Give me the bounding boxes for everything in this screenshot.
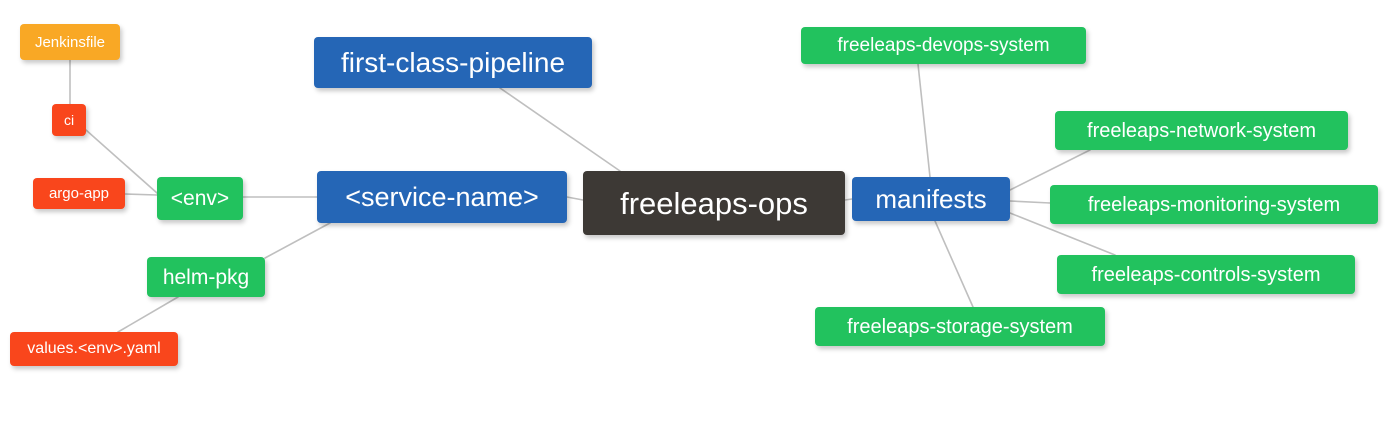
node-freeleaps-controls-system[interactable]: freeleaps-controls-system [1057, 255, 1355, 294]
node-label-service-name: <service-name> [345, 181, 539, 212]
edge-manifests-to-freeleaps-network-system [1009, 149, 1091, 191]
node-label-freeleaps-network-system: freeleaps-network-system [1087, 119, 1316, 142]
node-label-freeleaps-devops-system: freeleaps-devops-system [837, 35, 1050, 56]
node-freeleaps-monitoring-system[interactable]: freeleaps-monitoring-system [1050, 185, 1378, 224]
node-service-name[interactable]: <service-name> [317, 171, 567, 223]
edge-freeleaps-ops-to-manifests [844, 198, 853, 201]
node-ci[interactable]: ci [52, 104, 86, 136]
node-label-values-yaml: values.<env>.yaml [27, 340, 161, 357]
node-label-ci: ci [63, 112, 75, 128]
node-freeleaps-devops-system[interactable]: freeleaps-devops-system [801, 27, 1086, 64]
node-label-first-class-pipeline: first-class-pipeline [340, 46, 566, 78]
edge-argo-app-to-env [124, 193, 158, 196]
edge-helm-pkg-to-values-yaml [117, 296, 179, 333]
node-label-freeleaps-controls-system: freeleaps-controls-system [1091, 263, 1321, 286]
edge-manifests-to-freeleaps-storage-system [934, 220, 974, 308]
edge-manifests-to-freeleaps-monitoring-system [1009, 200, 1051, 204]
node-manifests[interactable]: manifests [852, 177, 1010, 221]
node-label-freeleaps-ops: freeleaps-ops [620, 185, 808, 221]
node-label-helm-pkg: helm-pkg [162, 265, 250, 289]
node-label-manifests: manifests [875, 184, 987, 214]
node-label-env: <env> [170, 187, 230, 210]
node-helm-pkg[interactable]: helm-pkg [147, 257, 265, 297]
node-label-freeleaps-monitoring-system: freeleaps-monitoring-system [1087, 193, 1341, 216]
edge-first-class-pipeline-to-freeleaps-ops [499, 87, 621, 172]
node-argo-app[interactable]: argo-app [33, 178, 125, 209]
node-env[interactable]: <env> [157, 177, 243, 220]
node-label-freeleaps-storage-system: freeleaps-storage-system [847, 315, 1073, 338]
edge-service-name-to-freeleaps-ops [566, 196, 584, 201]
node-label-jenkinsfile: Jenkinsfile [34, 33, 106, 51]
edge-service-name-to-helm-pkg [264, 222, 331, 259]
node-label-argo-app: argo-app [48, 185, 110, 202]
node-first-class-pipeline[interactable]: first-class-pipeline [314, 37, 592, 88]
node-jenkinsfile[interactable]: Jenkinsfile [20, 24, 120, 60]
node-values-yaml[interactable]: values.<env>.yaml [10, 332, 178, 366]
node-freeleaps-network-system[interactable]: freeleaps-network-system [1055, 111, 1348, 150]
node-freeleaps-ops[interactable]: freeleaps-ops [583, 171, 845, 235]
edge-manifests-to-freeleaps-devops-system [917, 63, 931, 178]
node-freeleaps-storage-system[interactable]: freeleaps-storage-system [815, 307, 1105, 346]
